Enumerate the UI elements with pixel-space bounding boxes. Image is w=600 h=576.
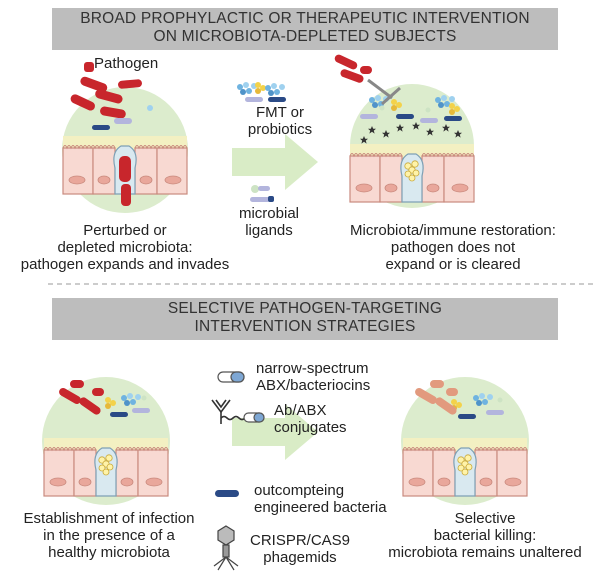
blocked-pathogen — [334, 54, 401, 106]
restoration-caption-line-3: expand or is cleared — [385, 256, 521, 273]
selective-killing-circle — [401, 377, 529, 505]
restoration-caption-line-2: pathogen does not — [390, 239, 516, 256]
strategy-2-line-1: Ab/ABX — [274, 402, 327, 419]
bottom-section-banner: SELECTIVE PATHOGEN-TARGETING INTERVENTIO… — [52, 298, 558, 340]
strategy-ab-abx-conjugates: Ab/ABX conjugates — [274, 402, 347, 436]
perturbed-caption: Perturbed or depleted microbiota: pathog… — [10, 222, 240, 273]
strategy-3-line-2: engineered bacteria — [254, 499, 387, 516]
fmt-probiotics-icon — [237, 82, 286, 102]
infection-caption-line-1: Establishment of infection — [23, 510, 195, 527]
top-title-line-2: ON MICROBIOTA-DEPLETED SUBJECTS — [153, 28, 457, 45]
restoration-caption: Microbiota/immune restoration: pathogen … — [318, 222, 588, 273]
invading-pathogen — [119, 156, 131, 206]
killing-caption-line-3: microbiota remains unaltered — [388, 544, 582, 561]
top-section-banner: BROAD PROPHYLACTIC OR THERAPEUTIC INTERV… — [52, 8, 558, 50]
pathogen-rods — [70, 62, 142, 124]
microbial-ligands-icon — [250, 185, 274, 202]
ligands-line-2: ligands — [245, 222, 293, 239]
engineered-bacterium-icon — [215, 490, 239, 497]
killing-caption-line-1: Selective — [454, 510, 516, 527]
strategy-narrow-spectrum: narrow-spectrum ABX/bacteriocins — [256, 360, 370, 394]
strategy-1-line-1: narrow-spectrum — [256, 360, 369, 377]
healthy-microbiota-infection-circle — [42, 377, 170, 505]
perturbed-caption-line-3: pathogen expands and invades — [20, 256, 230, 273]
bottom-title-line-2: INTERVENTION STRATEGIES — [194, 318, 416, 335]
killing-caption-line-2: bacterial killing: — [433, 527, 537, 544]
restored-microbiota-circle — [349, 84, 475, 208]
top-transition-arrow — [232, 134, 318, 190]
restoration-caption-line-1: Microbiota/immune restoration: — [350, 222, 556, 239]
perturbed-microbiota-circle — [62, 87, 188, 213]
infection-caption: Establishment of infection in the presen… — [4, 510, 214, 561]
infection-caption-line-2: in the presence of a — [43, 527, 175, 544]
strategy-1-line-2: ABX/bacteriocins — [256, 377, 371, 394]
strategy-3-line-1: outcompteing — [254, 482, 345, 499]
ligands-line-1: microbial — [238, 205, 299, 222]
antibody-conjugate-icon — [211, 399, 265, 424]
perturbed-caption-line-2: depleted microbiota: — [57, 239, 193, 256]
phage-icon — [213, 525, 239, 571]
fmt-line-1: FMT or — [255, 104, 305, 121]
strategy-4-line-1: CRISPR/CAS9 — [249, 532, 351, 549]
colonizing-pathogens — [59, 380, 104, 415]
killed-pathogens — [415, 380, 458, 415]
infection-caption-line-3: healthy microbiota — [48, 544, 170, 561]
selective-killing-caption: Selective bacterial killing: microbiota … — [374, 510, 596, 561]
strategy-2-line-2: conjugates — [274, 419, 347, 436]
strategy-crispr-phagemids: CRISPR/CAS9 phagemids — [240, 532, 360, 566]
top-title-line-1: BROAD PROPHYLACTIC OR THERAPEUTIC INTERV… — [80, 10, 530, 27]
pathogen-label: Pathogen — [94, 55, 159, 72]
strategy-4-line-2: phagemids — [263, 549, 337, 566]
fmt-probiotics-label: FMT or probiotics — [240, 104, 320, 138]
microbial-ligands-label: microbial ligands — [224, 205, 314, 239]
strategy-engineered-bacteria: outcompteing engineered bacteria — [254, 482, 387, 516]
bottom-title-line-1: SELECTIVE PATHOGEN-TARGETING — [167, 300, 443, 317]
capsule-icon — [217, 371, 245, 383]
perturbed-caption-line-1: Perturbed or — [83, 222, 167, 239]
fmt-line-2: probiotics — [247, 121, 313, 138]
